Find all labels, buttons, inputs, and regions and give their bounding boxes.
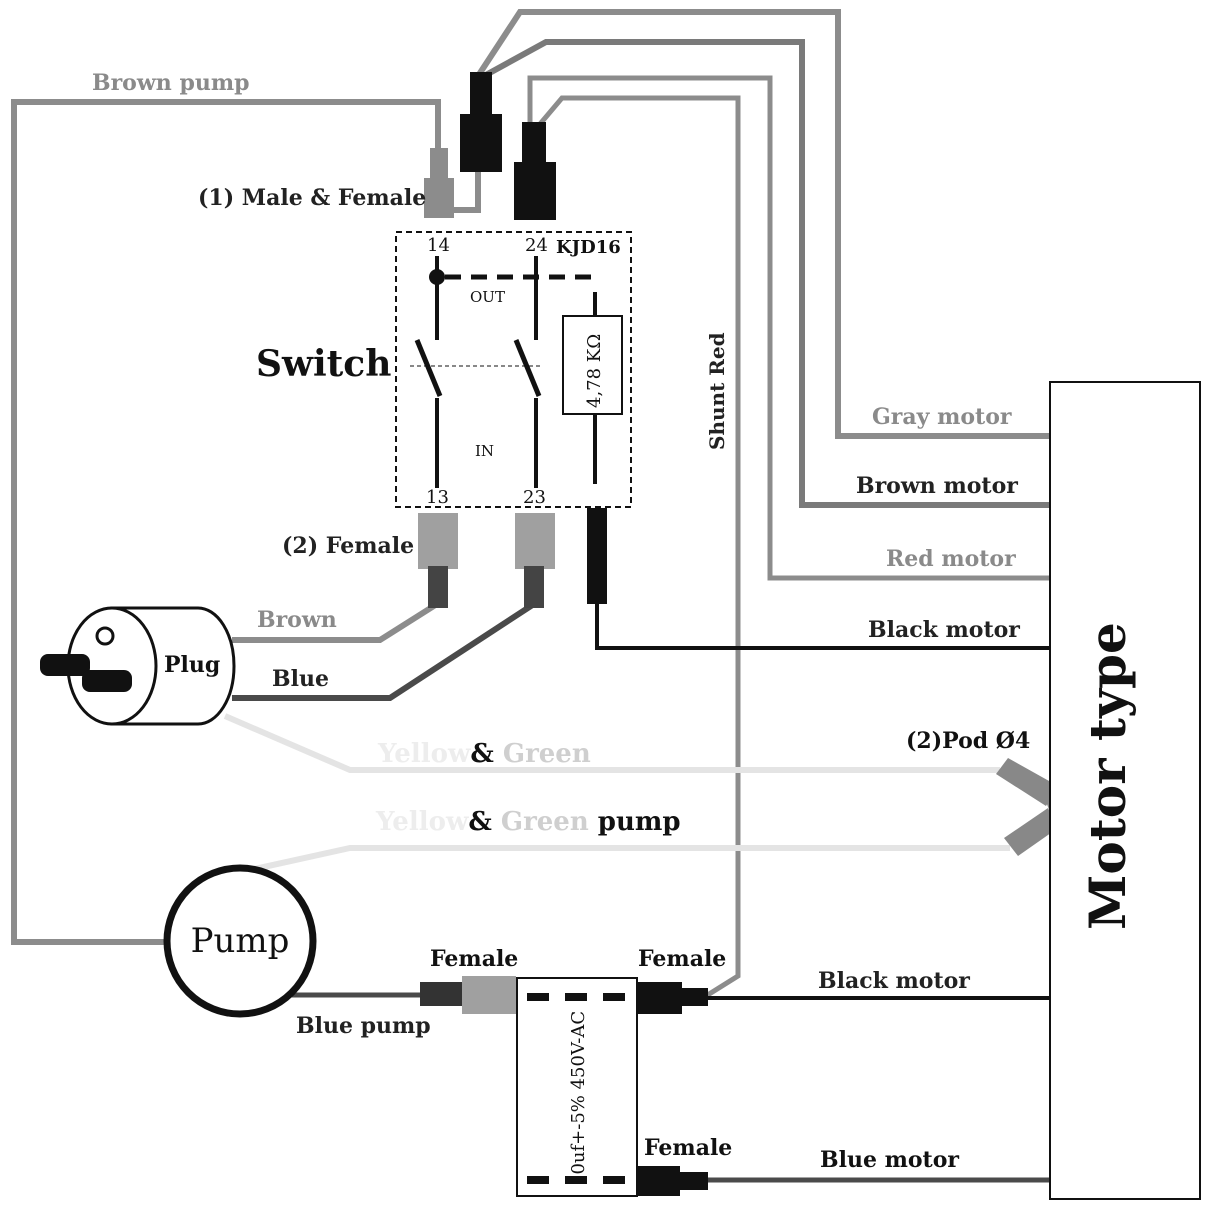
brown-plug-wire	[232, 601, 439, 643]
brown-motor-wire	[482, 39, 1050, 508]
label-kjd16: KJD16	[556, 237, 621, 258]
capacitor	[516, 977, 638, 1197]
label-female-right-bottom: Female	[644, 1135, 732, 1161]
motor-box	[1049, 381, 1201, 1200]
label-shunt-red: Shunt Red	[705, 332, 729, 450]
label-term-24: 24	[525, 235, 548, 256]
label-black-motor-top: Black motor	[868, 617, 1020, 643]
shunt-red-wire	[538, 95, 741, 999]
label-pod: (2)Pod Ø4	[906, 728, 1030, 754]
label-red-motor: Red motor	[886, 546, 1016, 572]
female-connector-cap-top	[638, 982, 708, 1014]
label-female-left: Female	[430, 946, 518, 972]
label-out: OUT	[470, 288, 505, 306]
label-in: IN	[475, 442, 494, 460]
label-yellow-green-1: Yellow& Green	[377, 739, 591, 769]
label-female-right-top: Female	[638, 946, 726, 972]
label-brown-motor: Brown motor	[856, 473, 1018, 499]
female-connector-pump	[420, 976, 516, 1014]
red-motor-wire	[527, 75, 1056, 581]
black-connector-resistor	[587, 508, 607, 604]
black-connector-top-left	[460, 72, 502, 172]
label-amp-2: &	[468, 807, 501, 837]
switch-kjd16	[395, 231, 632, 508]
label-capacitor: 10uf+-5% 450V-AC	[568, 1011, 589, 1186]
label-male-female: (1) Male & Female	[198, 185, 426, 211]
label-yellow-1: Yellow	[377, 739, 471, 769]
label-switch: Switch	[256, 343, 391, 385]
label-resistor: 4,78 KΩ	[584, 334, 605, 408]
pump-circle	[163, 864, 317, 1018]
label-term-23: 23	[523, 487, 546, 508]
label-green-2: Green	[501, 807, 589, 837]
label-blue: Blue	[272, 666, 329, 692]
label-female-2: (2) Female	[282, 533, 414, 559]
blue-plug-wire	[232, 601, 536, 701]
label-term-13: 13	[426, 487, 449, 508]
label-plug: Plug	[164, 652, 220, 678]
label-green-1: Green	[503, 739, 591, 769]
female-connector-cap-bottom	[636, 1166, 708, 1196]
label-yellow-green-2: Yellow& Green pump	[375, 807, 681, 837]
label-amp-1: &	[470, 739, 503, 769]
label-term-14: 14	[427, 235, 450, 256]
plug	[40, 606, 236, 726]
female-connector-13	[418, 513, 458, 608]
gray-motor-wire	[475, 9, 1050, 439]
label-gray-motor: Gray motor	[872, 404, 1012, 430]
brown-pump-wire	[11, 99, 441, 945]
label-yellow-2: Yellow	[375, 807, 469, 837]
label-pump-word: pump	[589, 807, 681, 837]
label-brown-pump: Brown pump	[92, 70, 250, 96]
black-motor-top-wire	[595, 600, 1050, 650]
label-blue-pump: Blue pump	[296, 1013, 431, 1039]
yellow-green-wire-1	[223, 713, 1000, 773]
label-pump: Pump	[191, 921, 290, 961]
male-female-connector	[424, 148, 481, 218]
yellow-green-wire-2	[249, 845, 1010, 873]
label-motor-type: Motor type	[1078, 622, 1137, 930]
female-connector-23	[515, 513, 555, 608]
label-black-motor-bottom: Black motor	[818, 968, 970, 994]
label-blue-motor: Blue motor	[820, 1147, 959, 1173]
black-connector-top-right	[514, 122, 556, 220]
label-brown: Brown	[257, 607, 337, 633]
